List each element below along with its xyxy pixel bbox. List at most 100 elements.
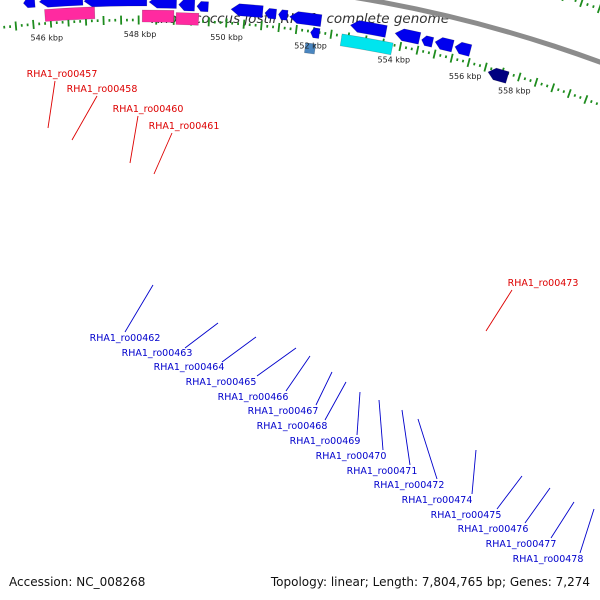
gene-label[interactable]: RHA1_ro00475 [431, 510, 502, 521]
reverse-track-tick [562, 90, 566, 94]
reverse-track-tick [14, 21, 18, 31]
reverse-track-tick [277, 22, 281, 33]
gene-label[interactable]: RHA1_ro00467 [248, 406, 319, 417]
reverse-gene-arrow[interactable] [178, 0, 196, 12]
reverse-gene-box[interactable] [141, 9, 175, 23]
reverse-gene-box[interactable] [339, 33, 394, 56]
label-leader-line [315, 371, 333, 406]
reverse-track-tick [595, 102, 599, 106]
gene-label[interactable]: RHA1_ro00461 [149, 121, 220, 132]
gene-label[interactable]: RHA1_ro00464 [154, 362, 225, 373]
reverse-track-tick [550, 83, 556, 93]
reverse-track-tick [512, 73, 515, 77]
scale-label: 546 kbp [30, 33, 63, 42]
reverse-track-tick [404, 46, 408, 50]
gene-label[interactable]: RHA1_ro00476 [458, 524, 529, 535]
tick-marks [3, 0, 600, 110]
reverse-track-tick [225, 18, 228, 28]
gene-label[interactable]: RHA1_ro00470 [316, 451, 387, 462]
reverse-gene-arrow[interactable] [434, 37, 455, 53]
reverse-track-tick [573, 93, 577, 98]
reverse-gene-box[interactable] [175, 12, 200, 26]
gene-label[interactable]: RHA1_ro00473 [508, 278, 579, 289]
forward-track-tick [574, 0, 577, 3]
gene-label[interactable]: RHA1_ro00458 [67, 84, 138, 95]
label-leader-line [124, 284, 154, 333]
forward-track-tick [592, 5, 595, 9]
reverse-track-tick [529, 79, 532, 83]
reverse-track-tick [427, 51, 431, 55]
scale-label: 552 kbp [294, 42, 327, 51]
reverse-gene-arrow[interactable] [310, 27, 321, 39]
reverse-gene-box[interactable] [304, 42, 317, 55]
reverse-gene-arrow[interactable] [83, 0, 148, 8]
gene-label[interactable]: RHA1_ro00469 [290, 436, 361, 447]
gene-label[interactable]: RHA1_ro00477 [486, 539, 557, 550]
reverse-track-tick [393, 43, 396, 47]
gene-label[interactable]: RHA1_ro00468 [257, 421, 328, 432]
reverse-track-tick [523, 77, 527, 81]
label-leader-line [324, 381, 347, 421]
reverse-gene-arrow[interactable] [394, 28, 422, 45]
gene-label[interactable]: RHA1_ro00465 [186, 377, 257, 388]
reverse-track-tick [473, 62, 476, 66]
reverse-gene-arrow[interactable] [454, 41, 473, 57]
label-leader-line [378, 399, 384, 451]
gene-label[interactable]: RHA1_ro00462 [90, 333, 161, 344]
gene-labels: RHA1_ro00457RHA1_ro00458RHA1_ro00460RHA1… [27, 69, 584, 565]
reverse-track-tick [329, 29, 333, 39]
reverse-gene-arrow[interactable] [421, 35, 435, 48]
label-leader-line [496, 475, 523, 510]
gene-label[interactable]: RHA1_ro00478 [513, 554, 584, 565]
label-leader-line [153, 132, 173, 175]
reverse-gene-arrow[interactable] [38, 0, 84, 8]
reverse-gene-arrow[interactable] [349, 20, 388, 38]
reverse-track-tick [439, 53, 442, 57]
scale-label: 548 kbp [124, 30, 157, 39]
forward-track-tick [579, 0, 584, 8]
reverse-track-tick [517, 72, 522, 82]
gene-label[interactable]: RHA1_ro00460 [113, 104, 184, 115]
reverse-track-tick [557, 88, 560, 92]
reverse-gene-box[interactable] [44, 6, 96, 22]
reverse-gene-arrow[interactable] [196, 1, 209, 13]
reverse-track-tick [432, 49, 437, 59]
label-leader-line [256, 347, 297, 377]
reverse-track-tick [466, 57, 471, 68]
scale-label: 550 kbp [210, 33, 243, 42]
gene-label[interactable]: RHA1_ro00471 [347, 466, 418, 477]
reverse-track-tick [444, 55, 448, 59]
reverse-gene-arrow[interactable] [148, 0, 177, 9]
gene-label[interactable]: RHA1_ro00463 [122, 348, 193, 359]
label-leader-line [184, 322, 219, 349]
reverse-track-tick [410, 47, 413, 51]
reverse-track-tick [456, 58, 459, 62]
genome-summary-text: Topology: linear; Length: 7,804,765 bp; … [270, 575, 590, 589]
label-leader-line [401, 409, 411, 466]
reverse-track-tick [566, 89, 572, 99]
reverse-track-tick [242, 19, 246, 29]
reverse-track-tick [422, 50, 425, 53]
gene-label[interactable]: RHA1_ro00472 [374, 480, 445, 491]
scale-label: 554 kbp [377, 56, 410, 65]
reverse-track-tick [540, 82, 543, 86]
reverse-gene-arrow[interactable] [230, 3, 264, 19]
reverse-gene-arrow[interactable] [264, 8, 278, 20]
gene-label[interactable]: RHA1_ro00466 [218, 392, 289, 403]
reverse-gene-arrow[interactable] [487, 67, 510, 84]
reverse-track-tick [294, 24, 298, 35]
label-leader-line [285, 355, 311, 392]
reverse-track-tick [398, 41, 403, 52]
reverse-gene-arrow[interactable] [289, 11, 323, 27]
label-leader-lines [47, 80, 595, 554]
accession-text: Accession: NC_008268 [9, 575, 145, 589]
gene-features [23, 0, 510, 84]
label-leader-line [47, 80, 56, 129]
gene-label[interactable]: RHA1_ro00474 [402, 495, 473, 506]
reverse-gene-arrow[interactable] [278, 9, 289, 21]
reverse-track-tick [415, 45, 420, 55]
reverse-gene-arrow[interactable] [23, 0, 36, 9]
gene-label[interactable]: RHA1_ro00457 [27, 69, 98, 80]
forward-track-tick [586, 2, 589, 7]
